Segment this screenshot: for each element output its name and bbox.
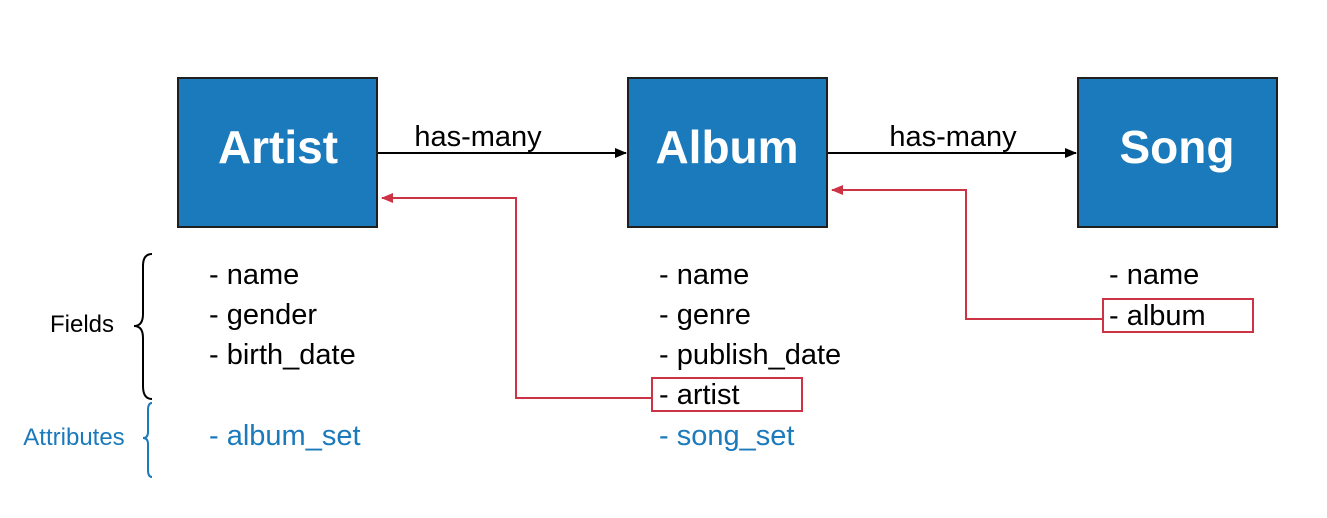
field-item: - album	[1109, 300, 1206, 332]
fk-arrow-song-to-album	[831, 185, 1103, 320]
attributes-brace	[142, 402, 153, 478]
field-item: - genre	[659, 299, 751, 331]
entity-song: Song	[1077, 77, 1278, 228]
field-item: - gender	[209, 299, 317, 331]
fk-highlight-album	[1102, 298, 1254, 333]
entity-song-box	[1077, 77, 1278, 228]
relation-album-song: has-many	[828, 121, 1077, 158]
entity-song-label: Song	[1120, 121, 1235, 173]
relation-label: has-many	[414, 121, 542, 153]
field-item: - artist	[659, 379, 740, 411]
field-item: - name	[209, 259, 299, 291]
entity-album-label: Album	[655, 121, 798, 173]
fields-brace	[133, 253, 153, 400]
entity-artist-box	[177, 77, 378, 228]
entity-album: Album	[627, 77, 828, 228]
artist-fields: - name - gender - birth_date - album_set	[209, 259, 361, 452]
entity-album-box	[627, 77, 828, 228]
attribute-item: - song_set	[659, 420, 794, 452]
entity-artist: Artist	[177, 77, 378, 228]
album-fields: - name - genre - publish_date - artist -…	[659, 259, 841, 452]
attributes-group-label: Attributes	[23, 424, 124, 451]
field-item: - name	[1109, 259, 1199, 291]
fields-group-label: Fields	[50, 311, 114, 338]
fk-arrow-album-to-artist	[381, 193, 652, 399]
relation-artist-album: has-many	[378, 121, 627, 158]
song-fields: - name - album	[1109, 259, 1206, 332]
fk-highlight-artist	[651, 377, 803, 412]
entity-artist-label: Artist	[218, 121, 338, 173]
field-item: - birth_date	[209, 339, 356, 371]
field-item: - publish_date	[659, 339, 841, 371]
relation-label: has-many	[889, 121, 1017, 153]
attribute-item: - album_set	[209, 420, 361, 452]
field-item: - name	[659, 259, 749, 291]
